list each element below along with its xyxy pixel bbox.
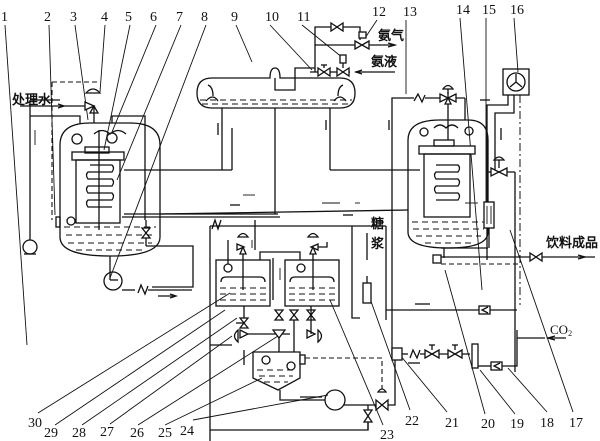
callout-6: 6 [150, 10, 157, 25]
label-ammonia-gas: 氨气 [377, 28, 404, 44]
label-treated-water: 处理水 [11, 92, 52, 108]
callout-7: 7 [176, 10, 183, 25]
ammonia-separator-9 [196, 67, 420, 214]
callout-13: 13 [403, 5, 417, 20]
callout-23: 23 [380, 428, 394, 441]
label-syrup-2: 浆 [370, 236, 385, 252]
callout-24: 24 [180, 424, 194, 439]
callout-4: 4 [101, 10, 108, 25]
callout-28: 28 [72, 426, 86, 441]
callout-30: 30 [28, 416, 42, 431]
callout-27: 27 [100, 425, 114, 440]
callout-numbers-bottom: 17 18 19 20 21 22 23 24 25 26 27 28 29 3… [28, 414, 583, 441]
callout-18: 18 [540, 416, 554, 431]
callout-9: 9 [231, 10, 238, 25]
label-syrup-1: 糖 [371, 216, 384, 232]
co2-line [386, 303, 566, 371]
callout-22: 22 [405, 414, 419, 429]
callout-10: 10 [265, 10, 279, 25]
product-outlet [432, 247, 595, 265]
main-piping [159, 204, 409, 441]
ammonia-valves [310, 21, 398, 78]
callout-8: 8 [201, 10, 208, 25]
callout-25: 25 [158, 426, 172, 441]
flow-arrows [34, 130, 478, 280]
callout-20: 20 [481, 417, 495, 432]
flow-indicator-16 [480, 68, 530, 305]
callout-19: 19 [510, 417, 524, 432]
valve-left-drain [140, 220, 194, 288]
treated-water-inlet [20, 81, 102, 220]
syrup-filter-22 [362, 282, 372, 304]
label-co2: CO2 [550, 322, 572, 338]
label-finished-beverage: 饮料成品 [545, 235, 598, 251]
callout-29: 29 [44, 426, 58, 441]
pump-8-icon [103, 271, 192, 299]
level-gauge-15 [483, 201, 495, 248]
callout-26: 26 [130, 426, 144, 441]
left-carbonator-tank [55, 122, 161, 257]
right-tank-top-valves [388, 84, 466, 220]
pump-1-icon [22, 99, 60, 255]
label-ammonia-liquid: 氨液 [370, 54, 397, 70]
callout-5: 5 [125, 10, 132, 25]
callout-16: 16 [510, 3, 524, 18]
pump-24-icon [210, 355, 396, 431]
left-tank-piping [30, 115, 280, 281]
mixing-tank-left [215, 232, 271, 307]
callout-numbers-top: 1 2 3 4 5 6 7 8 9 10 11 12 13 14 15 16 [1, 3, 524, 25]
callout-1: 1 [1, 10, 8, 25]
check-valve-upper [211, 217, 222, 232]
control-valve-14 [488, 156, 516, 372]
callout-2: 2 [44, 10, 51, 25]
callout-21: 21 [445, 416, 459, 431]
callout-12: 12 [372, 5, 386, 20]
lower-valves [210, 306, 323, 352]
lower-vessel-25 [243, 350, 383, 401]
callout-14: 14 [456, 3, 470, 18]
callout-15: 15 [482, 3, 496, 18]
callout-17: 17 [569, 416, 583, 431]
callout-3: 3 [70, 10, 77, 25]
callout-11: 11 [297, 10, 310, 25]
mixing-tank-right [259, 232, 340, 307]
